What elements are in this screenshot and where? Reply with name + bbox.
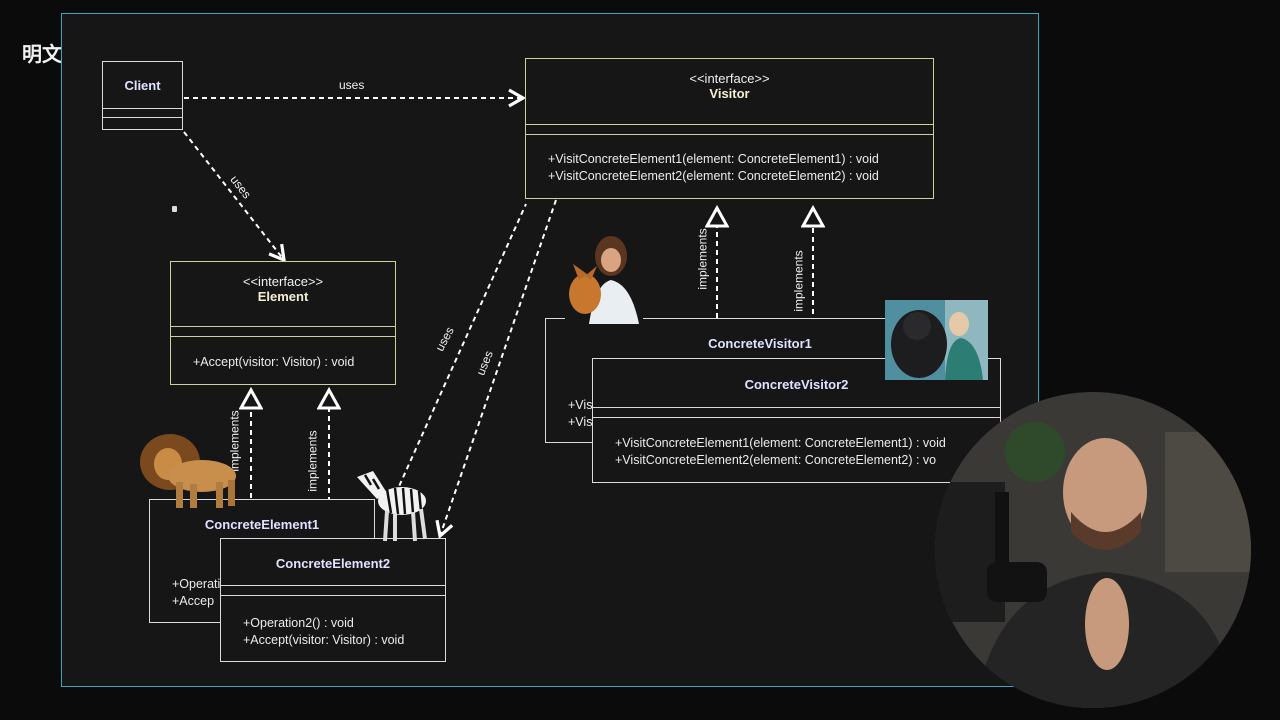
- concrete-element1-operations: +Operati +Accep: [172, 576, 220, 609]
- concrete-element2-box: ConcreteElement2 +Operation2() : void +A…: [220, 538, 446, 662]
- vet-with-dog-image: [565, 234, 643, 324]
- client-class-box: Client: [102, 61, 183, 130]
- cursor-icon: [172, 206, 177, 212]
- visitor-operations: +VisitConcreteElement1(element: Concrete…: [548, 151, 879, 184]
- operation: +Accept(visitor: Visitor) : void: [243, 632, 404, 649]
- operation: +Accept(visitor: Visitor) : void: [193, 354, 354, 371]
- class-divider: [103, 108, 182, 109]
- class-divider: [171, 336, 395, 337]
- class-divider: [526, 134, 933, 135]
- presenter-webcam: [935, 392, 1251, 708]
- edge-label-implements: implements: [696, 228, 710, 289]
- edge-label-implements: implements: [306, 430, 320, 491]
- edge-label-uses: uses: [339, 78, 364, 92]
- presenter-illustration: [935, 392, 1251, 708]
- element-stereotype: <<interface>>: [171, 274, 395, 289]
- class-divider: [221, 585, 445, 586]
- operation: +Operation2() : void: [243, 615, 404, 632]
- operation: +VisitConcreteElement2(element: Concrete…: [548, 168, 879, 185]
- visitor-stereotype: <<interface>>: [526, 71, 933, 86]
- concrete-visitor2-operations: +VisitConcreteElement1(element: Concrete…: [615, 435, 946, 468]
- operation: +Operati: [172, 576, 220, 593]
- edge-label-implements: implements: [792, 250, 806, 311]
- concrete-element2-name: ConcreteElement2: [221, 556, 445, 571]
- element-interface-name: Element: [171, 289, 395, 304]
- operation: +VisitConcreteElement1(element: Concrete…: [548, 151, 879, 168]
- uses-edge-visitor-ce2: [440, 200, 556, 536]
- zebra-image: [347, 459, 432, 544]
- class-divider: [526, 124, 933, 125]
- operation: +VisitConcreteElement1(element: Concrete…: [615, 435, 946, 452]
- concrete-element1-name: ConcreteElement1: [150, 517, 374, 532]
- class-divider: [221, 595, 445, 596]
- element-operations: +Accept(visitor: Visitor) : void: [193, 354, 354, 371]
- lion-image: [132, 432, 242, 516]
- class-divider: [593, 417, 1000, 418]
- class-divider: [593, 407, 1000, 408]
- class-divider: [103, 117, 182, 118]
- gorilla-with-keeper-image: [885, 300, 988, 380]
- class-divider: [171, 326, 395, 327]
- uses-edge-client-element: [184, 132, 284, 260]
- concrete-element2-operations: +Operation2() : void +Accept(visitor: Vi…: [243, 615, 404, 648]
- operation: +Accep: [172, 593, 220, 610]
- visitor-interface-box: <<interface>> Visitor +VisitConcreteElem…: [525, 58, 934, 199]
- uses-edge-ce2-visitor: [392, 204, 526, 502]
- client-class-name: Client: [103, 78, 182, 93]
- visitor-interface-name: Visitor: [526, 86, 933, 101]
- operation: +VisitConcreteElement2(element: Concrete…: [615, 452, 946, 469]
- element-interface-box: <<interface>> Element +Accept(visitor: V…: [170, 261, 396, 385]
- uml-diagram-canvas: uses uses uses uses implements implement…: [61, 13, 1039, 687]
